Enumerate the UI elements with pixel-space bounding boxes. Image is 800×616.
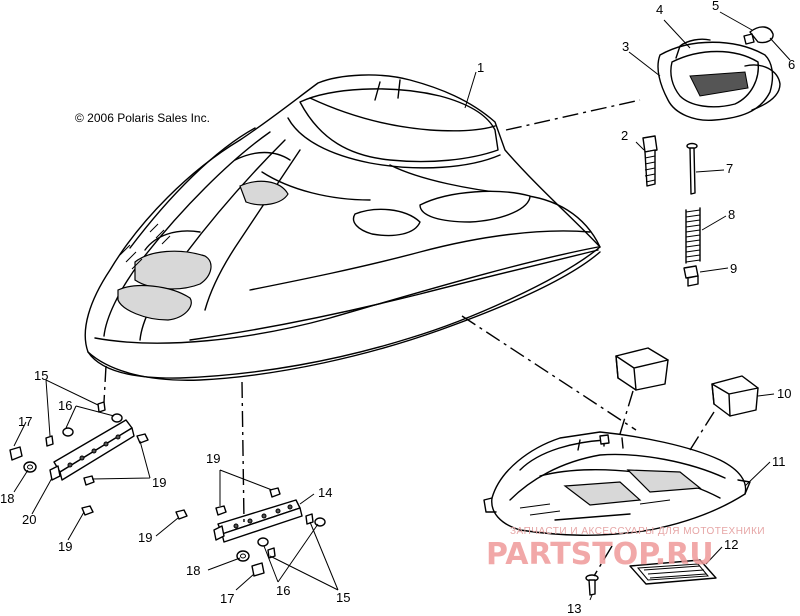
screw-13 xyxy=(585,574,599,596)
callout-1: 1 xyxy=(477,60,484,75)
belly-pan xyxy=(483,431,751,536)
callout-9: 9 xyxy=(730,261,737,276)
callout-18-left: 18 xyxy=(0,491,14,506)
callout-4: 4 xyxy=(656,2,663,17)
callout-13: 13 xyxy=(567,601,581,616)
callout-15-center: 15 xyxy=(336,590,350,605)
callout-18-center: 18 xyxy=(186,563,200,578)
watermark-logo: PARTSTOP.RU xyxy=(486,537,714,572)
callout-17-left: 17 xyxy=(18,414,32,429)
callout-7: 7 xyxy=(726,161,733,176)
callout-12: 12 xyxy=(724,537,738,552)
callout-14: 14 xyxy=(318,485,332,500)
center-bracket-assembly xyxy=(175,487,326,577)
plate xyxy=(629,559,717,585)
leader-lines xyxy=(13,11,791,601)
watermark: ЗАПЧАСТИ И АКСЕССУАРЫ ДЛЯ МОТОТЕХНИКИ PA… xyxy=(486,526,765,572)
callout-5: 5 xyxy=(712,0,719,13)
callout-6: 6 xyxy=(788,57,795,72)
callout-16-left: 16 xyxy=(58,398,72,413)
small-parts xyxy=(642,135,701,287)
callout-19-bottom-left: 19 xyxy=(58,539,72,554)
hood xyxy=(84,74,601,381)
callout-20: 20 xyxy=(22,512,36,527)
callout-17-center: 17 xyxy=(220,591,234,606)
assembly-lines xyxy=(103,99,715,577)
callout-15-left: 15 xyxy=(34,368,48,383)
watermark-tagline: ЗАПЧАСТИ И АКСЕССУАРЫ ДЛЯ МОТОТЕХНИКИ xyxy=(510,526,765,537)
left-bracket-assembly xyxy=(9,401,149,516)
callout-19-right-left: 19 xyxy=(152,475,166,490)
headlight-assembly xyxy=(657,26,781,121)
foam-blocks xyxy=(615,347,759,417)
callout-10: 10 xyxy=(777,386,791,401)
callout-19-left-center: 19 xyxy=(138,530,152,545)
callout-19-top-center: 19 xyxy=(206,451,220,466)
callout-2: 2 xyxy=(621,128,628,143)
callout-8: 8 xyxy=(728,207,735,222)
callout-16-center: 16 xyxy=(276,583,290,598)
callout-11: 11 xyxy=(772,454,786,469)
copyright-text: © 2006 Polaris Sales Inc. xyxy=(75,111,210,125)
callout-3: 3 xyxy=(622,39,629,54)
